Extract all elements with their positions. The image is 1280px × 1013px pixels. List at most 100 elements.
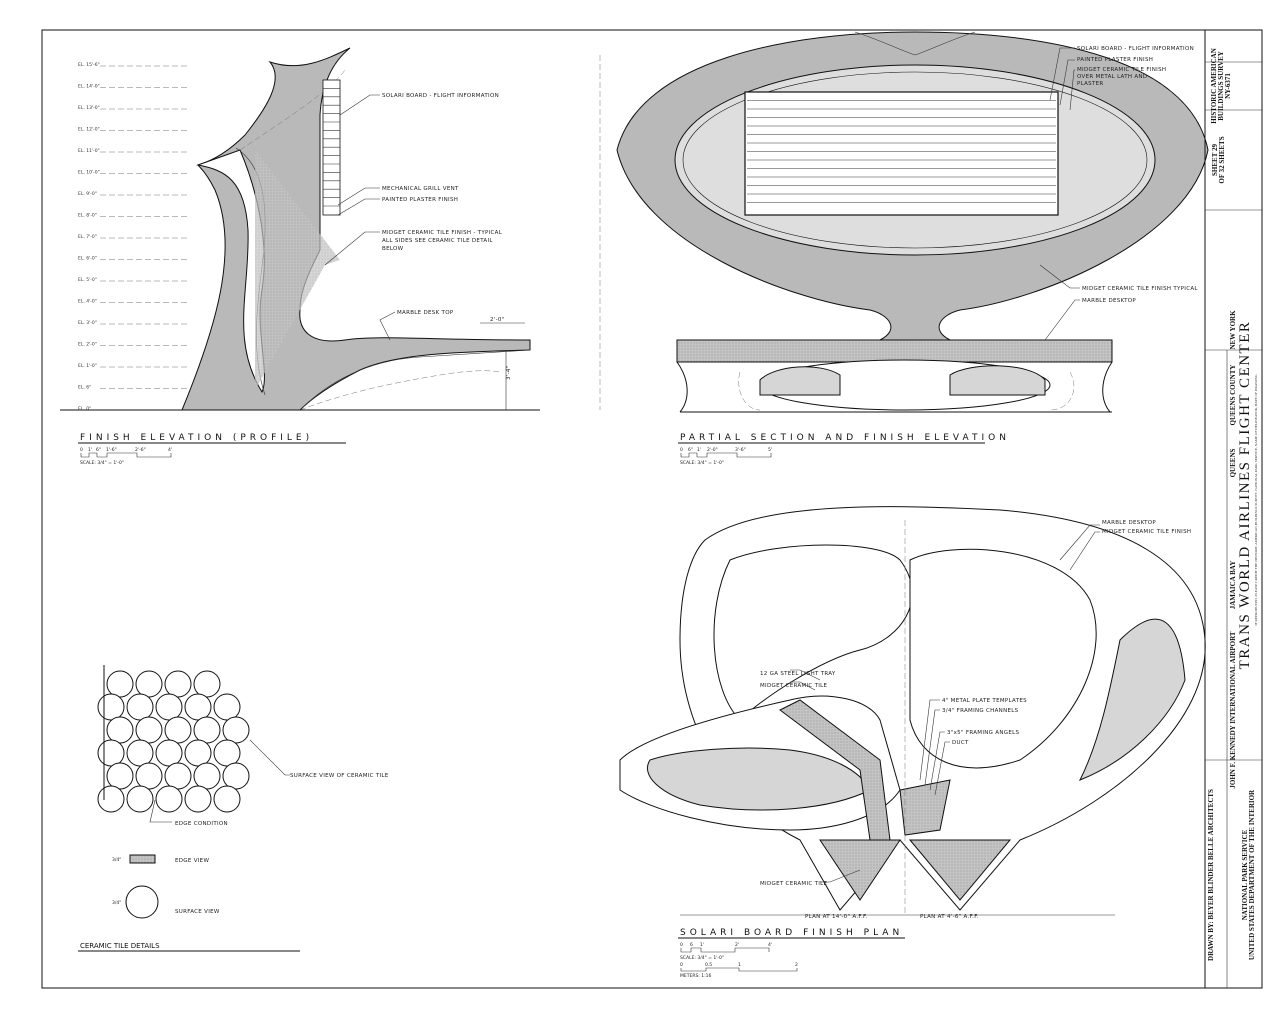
elevation-mark-label: EL. 1'-0"	[78, 363, 97, 369]
callout-tile-section-3: PLASTER	[1077, 81, 1104, 87]
callout-ceramic-tile-3: BELOW	[382, 246, 404, 252]
ceramic-tile	[97, 739, 125, 767]
ceramic-tile-details: SURFACE VIEW OF CERAMIC TILE EDGE CONDIT…	[78, 665, 389, 952]
callout-duct: DUCT	[952, 740, 969, 746]
scale-tick-label: 6"	[688, 447, 693, 453]
location-state: NEW YORK	[1229, 310, 1237, 350]
callout-plan-midget-tile: MIDGET CERAMIC TILE	[760, 683, 828, 689]
ceramic-tile	[184, 739, 212, 767]
survey-name-1: HISTORIC AMERICAN	[1210, 48, 1218, 124]
title-partial-section: PARTIAL SECTION AND FINISH ELEVATION	[680, 433, 1010, 443]
ceramic-tile	[213, 785, 241, 813]
elevation-mark-label: EL. 14'-0"	[78, 84, 100, 90]
callout-surface-view-tile: SURFACE VIEW OF CERAMIC TILE	[290, 773, 389, 779]
location-queens: QUEENS	[1229, 449, 1237, 478]
callout-ceramic-tile: MIDGET CERAMIC TILE FINISH - TYPICAL	[382, 230, 503, 236]
elevation-mark-label: EL. 8'-0"	[78, 213, 97, 219]
elevation-mark-label: EL. 11'-0"	[78, 148, 100, 154]
scale-tick-label: 1'	[697, 447, 701, 453]
ceramic-tile	[193, 762, 221, 790]
elevation-mark-label: EL. 4'-0"	[78, 299, 97, 305]
ceramic-tile	[193, 670, 221, 698]
scale-tick-label: 3'-6"	[735, 447, 746, 453]
tile-surface-view	[125, 885, 159, 919]
callout-solari-board-section: SOLARI BOARD - FLIGHT INFORMATION	[1077, 46, 1194, 52]
metric-tick-label: 0	[680, 962, 683, 968]
sheet-number: SHEET 29	[1211, 144, 1219, 176]
ceramic-tile	[126, 785, 154, 813]
ceramic-tile	[97, 693, 125, 721]
scale-tick-label: 4'	[768, 942, 772, 948]
elevation-mark-label: EL. 6"	[78, 385, 91, 391]
ceramic-tile	[164, 716, 192, 744]
dimension-edge: 3/4"	[112, 857, 121, 863]
elevation-mark-label: EL. 12'-0"	[78, 127, 100, 133]
callout-marble-desk: MARBLE DESK TOP	[397, 310, 454, 316]
cut-label-4ft6: PLAN AT 4'-6" A.F.F.	[920, 914, 979, 920]
ceramic-tile	[164, 762, 192, 790]
ceramic-tile	[97, 785, 125, 813]
dimension-surface: 3/4"	[112, 900, 121, 906]
ceramic-tile	[126, 739, 154, 767]
callout-plaster-section: PAINTED PLASTER FINISH	[1077, 57, 1153, 63]
scale-tick-label: 1'-6"	[106, 447, 117, 453]
ceramic-tile	[222, 716, 250, 744]
solari-board	[744, 91, 1059, 216]
tile-edge-view	[129, 854, 156, 864]
ceramic-tile	[213, 739, 241, 767]
title-finish-elevation: FINISH ELEVATION (PROFILE)	[80, 433, 313, 443]
scale-tick-label: 2'-0"	[707, 447, 718, 453]
elevation-mark-label: EL. 3'-0"	[78, 320, 97, 326]
callout-tile-typical: MIDGET CERAMIC TILE FINISH TYPICAL	[1082, 286, 1198, 292]
ceramic-tile	[155, 739, 183, 767]
location-airport: JOHN F. KENNEDY INTERNATIONAL AIRPORT	[1229, 631, 1237, 789]
ceramic-tile	[184, 693, 212, 721]
ceramic-tile	[155, 785, 183, 813]
callout-plan-tile-bottom: MIDGET CERAMIC TILE	[760, 881, 828, 887]
ceramic-tile	[135, 762, 163, 790]
ceramic-tile	[184, 785, 212, 813]
drawn-by: DRAWN BY: BEYER BLINDER BELLE ARCHITECTS	[1207, 789, 1215, 961]
scale-note: SCALE: 3/4" = 1'-0"	[680, 460, 724, 466]
title-block: TRANS WORLD AIRLINES FLIGHT CENTER JOHN …	[1204, 30, 1262, 988]
title-solari-plan: SOLARI BOARD FINISH PLAN	[680, 928, 903, 938]
callout-framing-channels: 3/4" FRAMING CHANNELS	[942, 708, 1019, 714]
elevation-mark-label: EL. 5'-0"	[78, 277, 97, 283]
graphic-scale-elevation: 0 1' 6" 1'-6" 2'-6" 4' SCALE: 3/4" = 1'-…	[80, 447, 172, 466]
ceramic-tile	[106, 716, 134, 744]
callout-plan-marble: MARBLE DESKTOP	[1102, 520, 1156, 526]
ceramic-tile	[164, 670, 192, 698]
scale-tick-label: 0	[680, 942, 683, 948]
survey-name-2: BUILDINGS SURVEY	[1217, 51, 1225, 121]
solari-plan-drawing: PLAN AT 14'-0" A.F.F. PLAN AT 4'-6" A.F.…	[619, 506, 1206, 979]
location-county: QUEENS COUNTY	[1229, 365, 1237, 426]
ceramic-tile	[155, 693, 183, 721]
callout-grill-vent: MECHANICAL GRILL VENT	[382, 186, 459, 192]
agency-doi: UNITED STATES DEPARTMENT OF THE INTERIOR	[1248, 789, 1256, 960]
profile-tile-surface	[181, 47, 531, 411]
callout-solari-board: SOLARI BOARD - FLIGHT INFORMATION	[382, 93, 499, 99]
graphic-scale-plan: 0 6 1' 2' 4' SCALE: 3/4" = 1'-0" 0 0.5 1…	[680, 942, 798, 979]
ceramic-tile	[106, 762, 134, 790]
metric-tick-label: 2	[795, 962, 798, 968]
elevation-marks: EL. 15'-6"EL. 14'-0"EL. 13'-0"EL. 12'-0"…	[78, 62, 190, 412]
scale-tick-label: 1'	[700, 942, 704, 948]
dimension-desk: 2'-0"	[490, 317, 505, 323]
finish-elevation-drawing: EL. 15'-6"EL. 14'-0"EL. 13'-0"EL. 12'-0"…	[60, 47, 540, 466]
title-ceramic-tile-details: CERAMIC TILE DETAILS	[80, 942, 160, 950]
partial-section-drawing: SOLARI BOARD - FLIGHT INFORMATION PAINTE…	[616, 31, 1209, 466]
cut-label-14ft: PLAN AT 14'-0" A.F.F.	[805, 914, 868, 920]
elevation-mark-label: EL. 0"	[78, 406, 91, 412]
callout-tile-section: MIDGET CERAMIC TILE FINISH	[1077, 67, 1166, 73]
callout-light-tray: 12 GA STEEL LIGHT TRAY	[760, 671, 836, 677]
scale-tick-label: 0	[80, 447, 83, 453]
callout-edge-view: EDGE VIEW	[175, 858, 209, 864]
project-title: TRANS WORLD AIRLINES FLIGHT CENTER	[1237, 321, 1253, 670]
graphic-scale-section: 0 6" 1' 2'-0" 3'-6" 5' SCALE: 3/4" = 1'-…	[680, 447, 772, 466]
scale-tick-label: 1'	[88, 447, 92, 453]
elevation-mark-label: EL. 13'-0"	[78, 105, 100, 111]
agency-nps: NATIONAL PARK SERVICE	[1241, 829, 1249, 920]
metric-tick-label: 1	[738, 962, 741, 968]
callout-plaster: PAINTED PLASTER FINISH	[382, 197, 458, 203]
